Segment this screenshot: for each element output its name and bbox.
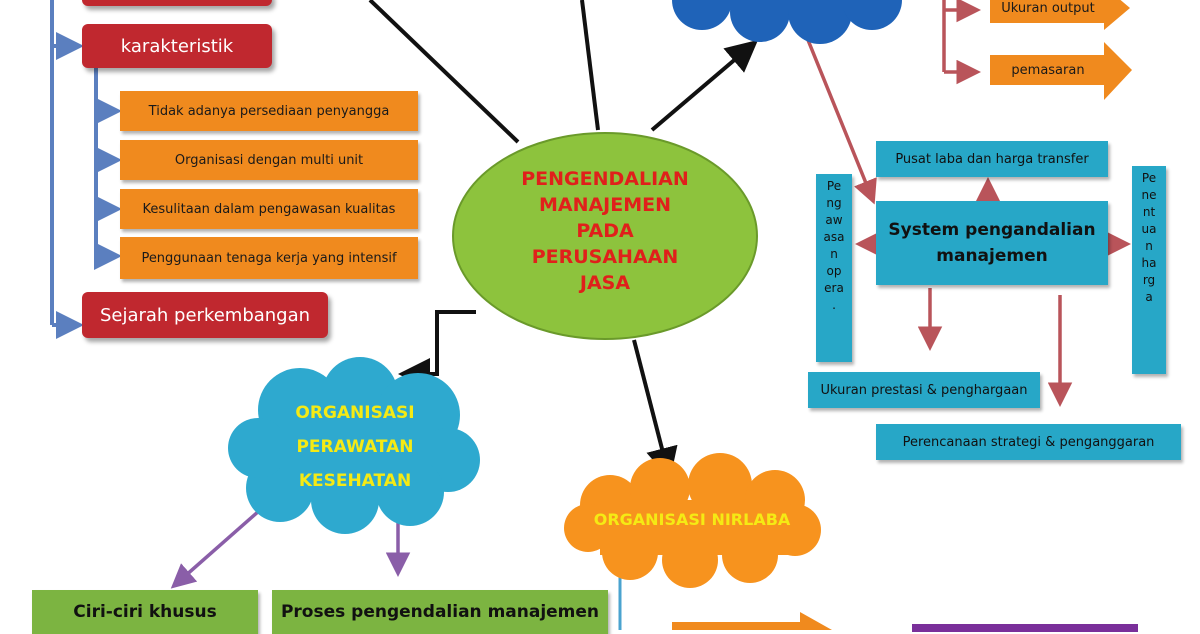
sejarah-box: Sejarah perkembangan bbox=[82, 292, 328, 338]
connector-top bbox=[580, 0, 600, 131]
perencanaan-box: Perencanaan strategi & penganggaran bbox=[876, 424, 1181, 460]
ukuran-output-shape bbox=[990, 0, 1130, 30]
connector-to-kesehatan bbox=[398, 310, 476, 390]
penentuan-vertical-box: Pe ne nt ua n ha rg a bbox=[1132, 166, 1166, 374]
nirlaba-title: ORGANISASI NIRLABA bbox=[593, 510, 791, 529]
top-cloud bbox=[672, 0, 902, 44]
item-multi-unit: Organisasi dengan multi unit bbox=[120, 140, 418, 180]
connector-top-left bbox=[368, 0, 520, 144]
ciri-khusus-box: Ciri-ciri khusus bbox=[32, 590, 258, 634]
kesehatan-cloud bbox=[228, 357, 480, 534]
bottom-orange-arrow bbox=[672, 612, 832, 630]
cloud-to-system-arrow bbox=[806, 39, 877, 205]
item-persediaan: Tidak adanya persediaan penyangga bbox=[120, 91, 418, 131]
item-tenaga-kerja: Penggunaan tenaga kerja yang intensif bbox=[120, 237, 418, 279]
connector-to-top-cloud bbox=[650, 39, 759, 132]
system-box: System pengandalian manajemen bbox=[876, 201, 1108, 285]
ukuran-output-label: Ukuran output bbox=[1001, 0, 1095, 16]
center-ellipse bbox=[452, 132, 758, 340]
ukuran-prestasi-box: Ukuran prestasi & penghargaan bbox=[808, 372, 1040, 408]
pusat-laba-box: Pusat laba dan harga transfer bbox=[876, 141, 1108, 177]
pemasaran-label: pemasaran bbox=[1011, 62, 1085, 78]
connector-to-nirlaba bbox=[632, 339, 678, 480]
kesehatan-title: ORGANISASI PERAWATAN KESEHATAN bbox=[295, 403, 415, 491]
pengawasan-vertical-box: Pe ng aw asa n op era . bbox=[816, 174, 852, 362]
nirlaba-cloud bbox=[564, 453, 821, 588]
center-title: PENGENDALIAN MANAJEMEN PADA PERUSAHAAN J… bbox=[521, 168, 689, 294]
top-red-box-partial bbox=[82, 0, 272, 6]
proses-box: Proses pengendalian manajemen bbox=[272, 590, 608, 634]
item-kualitas: Kesulitaan dalam pengawasan kualitas bbox=[120, 189, 418, 229]
kesehatan-to-ciri-arrow bbox=[170, 508, 262, 589]
bottom-purple-bar bbox=[912, 624, 1138, 632]
karakteristik-box: karakteristik bbox=[82, 24, 272, 68]
pemasaran-shape bbox=[990, 42, 1132, 100]
